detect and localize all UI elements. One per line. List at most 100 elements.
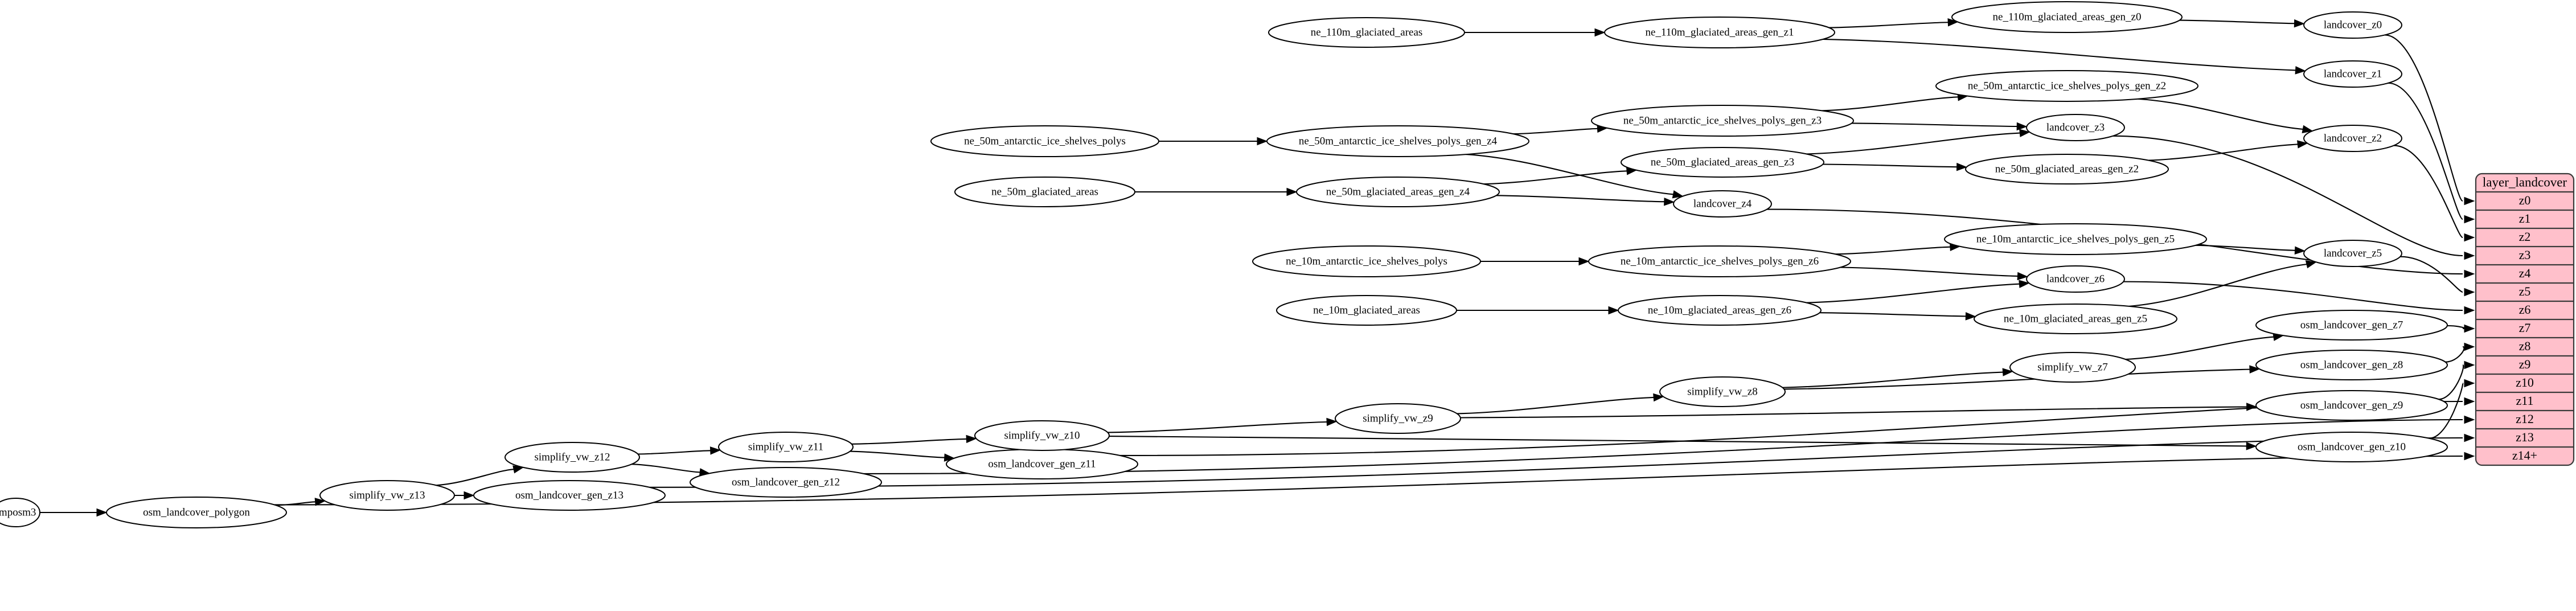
table-row-z6[interactable]: z6 [2519,302,2531,317]
node-simplify_vw_z12[interactable]: simplify_vw_z12 [504,442,640,473]
node-landcover_z1[interactable]: landcover_z1 [2303,60,2402,88]
node-shape [2255,350,2448,380]
node-label: landcover_z5 [2324,247,2382,259]
node-osm_landcover_gen_z8[interactable]: osm_landcover_gen_z8 [2255,350,2448,380]
node-label: ne_110m_glaciated_areas_gen_z1 [1646,26,1794,38]
node-landcover_z2[interactable]: landcover_z2 [2303,125,2402,152]
node-osm_landcover_gen_z11[interactable]: osm_landcover_gen_z11 [946,449,1138,479]
node-simplify_vw_z8[interactable]: simplify_vw_z8 [1659,376,1786,407]
edge-arrowhead [1578,257,1590,266]
node-ne_50m_antarctic_ice_shelves_polys_gen_z2[interactable]: ne_50m_antarctic_ice_shelves_polys_gen_z… [1935,70,2198,102]
node-label: osm_landcover_gen_z8 [2300,359,2403,371]
node-shape [1618,295,1822,326]
edge [1466,154,1673,195]
edge-arrowhead [96,508,108,517]
node-shape [1268,17,1465,48]
table-row-z10[interactable]: z10 [2516,375,2534,389]
table-row-z9[interactable]: z9 [2519,357,2531,371]
edge-arrowhead [1664,197,1675,206]
edge-arrowhead [1286,187,1298,196]
edge [2388,82,2464,220]
node-shape [2303,240,2402,267]
node-ne_50m_antarctic_ice_shelves_polys_gen_z3[interactable]: ne_50m_antarctic_ice_shelves_polys_gen_z… [1591,105,1854,137]
node-osm_landcover_gen_z9[interactable]: osm_landcover_gen_z9 [2255,390,2448,421]
node-label: osm_landcover_gen_z10 [2298,441,2406,453]
edge-arrowhead [2297,140,2308,149]
node-shape [2255,390,2448,421]
node-ne_110m_glaciated_areas[interactable]: ne_110m_glaciated_areas [1268,17,1465,48]
node-imposm3[interactable]: imposm3 [0,498,40,527]
node-ne_50m_glaciated_areas_gen_z2[interactable]: ne_50m_glaciated_areas_gen_z2 [1965,154,2169,184]
node-shape [1974,304,2177,334]
table-row-z2[interactable]: z2 [2519,229,2531,244]
node-landcover_z0[interactable]: landcover_z0 [2303,11,2402,39]
edge-arrowhead [1257,137,1268,146]
node-ne_10m_antarctic_ice_shelves_polys_gen_z6[interactable]: ne_10m_antarctic_ice_shelves_polys_gen_z… [1588,245,1851,277]
node-landcover_z3[interactable]: landcover_z3 [2026,114,2125,141]
table-row-z5[interactable]: z5 [2519,284,2531,298]
node-landcover_z5[interactable]: landcover_z5 [2303,240,2402,267]
table-row-z12[interactable]: z12 [2516,412,2534,426]
edge [2429,382,2464,439]
edge [2447,325,2465,330]
node-label: osm_landcover_gen_z7 [2300,319,2403,331]
edge-arrowhead [2464,251,2475,260]
node-label: landcover_z3 [2046,121,2105,133]
node-simplify_vw_z13[interactable]: simplify_vw_z13 [319,480,455,511]
edge [2113,135,2463,257]
edge-arrowhead [2464,196,2475,206]
node-ne_10m_glaciated_areas_gen_z5[interactable]: ne_10m_glaciated_areas_gen_z5 [1974,304,2177,334]
edge-arrowhead [2294,246,2306,255]
edge [851,438,967,445]
node-ne_110m_glaciated_areas_gen_z0[interactable]: ne_110m_glaciated_areas_gen_z0 [1951,1,2183,33]
node-osm_landcover_gen_z10[interactable]: osm_landcover_gen_z10 [2255,432,2448,462]
edge-arrowhead [1326,417,1338,427]
node-ne_10m_glaciated_areas[interactable]: ne_10m_glaciated_areas [1276,295,1457,326]
node-landcover_z6[interactable]: landcover_z6 [2026,265,2125,293]
table-row-z4[interactable]: z4 [2519,266,2531,280]
node-ne_110m_glaciated_areas_gen_z1[interactable]: ne_110m_glaciated_areas_gen_z1 [1604,17,1835,48]
node-label: simplify_vw_z12 [535,451,610,463]
node-ne_10m_antarctic_ice_shelves_polys_gen_z5[interactable]: ne_10m_antarctic_ice_shelves_polys_gen_z… [1944,223,2207,255]
edge [1806,283,2020,304]
node-osm_landcover_gen_z12[interactable]: osm_landcover_gen_z12 [690,467,882,498]
table-row-z13[interactable]: z13 [2516,430,2534,444]
node-ne_50m_glaciated_areas[interactable]: ne_50m_glaciated_areas [954,177,1135,207]
node-label: ne_50m_glaciated_areas [991,186,1098,198]
edge-arrowhead [2464,452,2475,461]
node-simplify_vw_z9[interactable]: simplify_vw_z9 [1335,403,1461,434]
node-osm_landcover_gen_z7[interactable]: osm_landcover_gen_z7 [2255,310,2448,341]
node-ne_50m_glaciated_areas_gen_z3[interactable]: ne_50m_glaciated_areas_gen_z3 [1621,147,1824,178]
table-row-z8[interactable]: z8 [2519,339,2531,353]
node-label: osm_landcover_gen_z11 [988,458,1096,470]
node-label: osm_landcover_gen_z9 [2300,399,2403,411]
table-row-z0[interactable]: z0 [2519,193,2531,207]
node-shape [106,497,287,528]
edge [2137,98,2303,130]
node-ne_10m_antarctic_ice_shelves_polys[interactable]: ne_10m_antarctic_ice_shelves_polys [1252,245,1481,277]
edge [2400,256,2463,293]
edge-arrowhead [944,453,955,462]
node-ne_10m_glaciated_areas_gen_z6[interactable]: ne_10m_glaciated_areas_gen_z6 [1618,295,1822,326]
node-simplify_vw_z10[interactable]: simplify_vw_z10 [974,420,1110,451]
node-ne_50m_antarctic_ice_shelves_polys_gen_z4[interactable]: ne_50m_antarctic_ice_shelves_polys_gen_z… [1266,125,1529,157]
node-shape [504,442,640,473]
edge [1819,312,1966,317]
table-row-z3[interactable]: z3 [2519,248,2531,262]
node-landcover_z4[interactable]: landcover_z4 [1673,190,1772,218]
node-ne_50m_glaciated_areas_gen_z4[interactable]: ne_50m_glaciated_areas_gen_z4 [1296,177,1500,207]
edge [631,464,700,473]
table-row-z11[interactable]: z11 [2516,393,2534,408]
node-simplify_vw_z11[interactable]: simplify_vw_z11 [718,432,854,462]
table-row-z14+[interactable]: z14+ [2512,448,2537,462]
node-ne_50m_antarctic_ice_shelves_polys[interactable]: ne_50m_antarctic_ice_shelves_polys [930,125,1159,157]
node-osm_landcover_polygon[interactable]: osm_landcover_polygon [106,497,287,528]
node-shape [954,177,1135,207]
table-row-z7[interactable]: z7 [2519,321,2531,335]
edge-arrowhead [2464,415,2475,424]
edge-arrowhead [966,434,977,444]
table-row-z1[interactable]: z1 [2519,211,2531,225]
node-osm_landcover_gen_z13[interactable]: osm_landcover_gen_z13 [473,480,666,511]
node-simplify_vw_z7[interactable]: simplify_vw_z7 [2009,352,2136,383]
node-shape [2303,125,2402,152]
